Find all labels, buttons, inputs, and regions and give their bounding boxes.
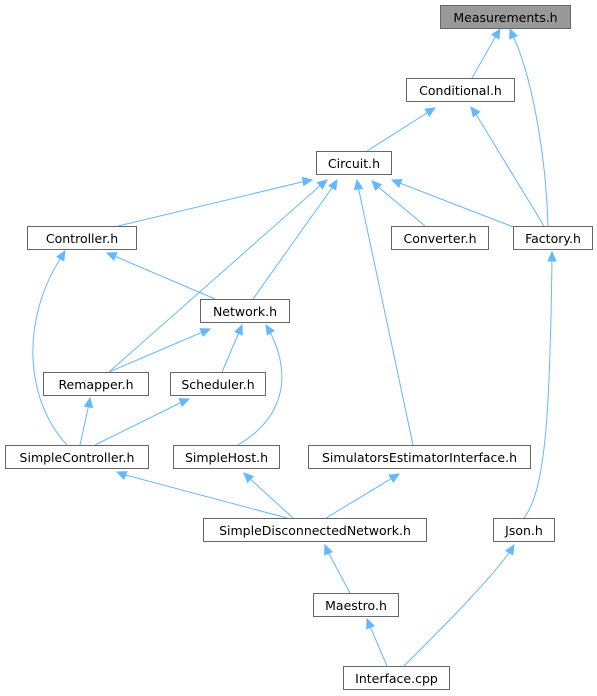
arrowhead-remapper-to-circuit (316, 179, 328, 190)
node-simpledisconnectednetwork-h[interactable]: SimpleDisconnectedNetwork.h (203, 518, 427, 542)
edge-network-to-controller (111, 254, 216, 300)
node-conditional-h[interactable]: Conditional.h (406, 78, 515, 102)
arrowhead-simest-to-circuit (353, 178, 364, 191)
node-maestro-h[interactable]: Maestro.h (313, 593, 399, 617)
arrowhead-factory-to-conditional (470, 106, 481, 118)
edge-circuit-to-conditional (366, 110, 431, 152)
arrowhead-simpledisc-to-simest (388, 473, 401, 483)
arrowhead-controller-to-circuit (301, 176, 314, 187)
arrowhead-maestro-to-simpledisc (324, 543, 333, 556)
arrowhead-simpledisc-to-simplehost (243, 472, 255, 484)
node-circuit-h[interactable]: Circuit.h (316, 151, 392, 175)
edge-simpledisc-to-simplehost (247, 476, 294, 519)
node-controller-h[interactable]: Controller.h (27, 226, 137, 250)
node-converter-h[interactable]: Converter.h (391, 226, 489, 250)
arrowhead-factory-to-measurements (509, 27, 518, 40)
edge-remapper-to-network (108, 330, 206, 373)
edge-scheduler-to-network (221, 329, 241, 373)
edge-interface-to-json (403, 549, 512, 667)
edge-simplecontroller-to-scheduler (94, 400, 185, 446)
arrowhead-circuit-to-conditional (424, 107, 437, 117)
arrowhead-simplecontroller-to-scheduler (178, 398, 191, 407)
edges-layer (32, 27, 557, 667)
arrowhead-converter-to-circuit (371, 180, 383, 192)
node-remapper-h[interactable]: Remapper.h (43, 372, 149, 396)
edge-interface-to-maestro (368, 623, 388, 667)
arrowhead-conditional-to-measurements (491, 27, 501, 40)
edge-json-to-factory (523, 257, 553, 519)
node-simplehost-h[interactable]: SimpleHost.h (173, 445, 280, 469)
arrowhead-simplehost-to-network (265, 323, 275, 336)
edge-simplecontroller-to-controller (32, 255, 68, 446)
edge-simpledisc-to-simest (325, 476, 395, 519)
edge-simplecontroller-to-remapper (79, 403, 90, 446)
arrowhead-remapper-to-network (199, 328, 212, 337)
arrowhead-scheduler-to-network (234, 323, 243, 336)
node-simplecontroller-h[interactable]: SimpleController.h (5, 445, 149, 469)
arrowhead-network-to-circuit (328, 178, 338, 191)
arrowhead-network-to-controller (105, 252, 118, 261)
edge-maestro-to-simpledisc (326, 549, 351, 594)
edge-simplehost-to-network (237, 329, 283, 446)
arrowhead-json-to-factory (547, 250, 557, 262)
edge-simest-to-circuit (357, 185, 414, 446)
edge-factory-to-measurements (511, 33, 549, 227)
edge-remapper-to-circuit (108, 183, 323, 373)
arrowhead-interface-to-json (505, 543, 515, 556)
node-factory-h[interactable]: Factory.h (513, 226, 593, 250)
arrowhead-simplecontroller-to-controller (56, 249, 66, 262)
arrowhead-simpledisc-to-simplecontroller (115, 471, 128, 480)
edge-conditional-to-measurements (471, 33, 498, 79)
arrowhead-simplecontroller-to-remapper (83, 396, 94, 409)
node-measurements-h[interactable]: Measurements.h (440, 5, 571, 29)
edge-factory-to-circuit (396, 181, 517, 229)
edge-converter-to-circuit (375, 184, 426, 227)
edge-network-to-circuit (252, 184, 335, 300)
arrowhead-interface-to-maestro (366, 617, 375, 630)
edge-factory-to-conditional (473, 110, 545, 227)
edge-controller-to-circuit (117, 180, 307, 227)
edge-simpledisc-to-simplecontroller (121, 473, 288, 519)
node-network-h[interactable]: Network.h (200, 299, 290, 323)
node-simulatorsestimatorinterface-h[interactable]: SimulatorsEstimatorInterface.h (308, 445, 531, 469)
node-scheduler-h[interactable]: Scheduler.h (170, 372, 266, 396)
arrowhead-factory-to-circuit (390, 179, 403, 188)
node-json-h[interactable]: Json.h (493, 518, 555, 542)
node-interface-cpp[interactable]: Interface.cpp (343, 666, 450, 690)
